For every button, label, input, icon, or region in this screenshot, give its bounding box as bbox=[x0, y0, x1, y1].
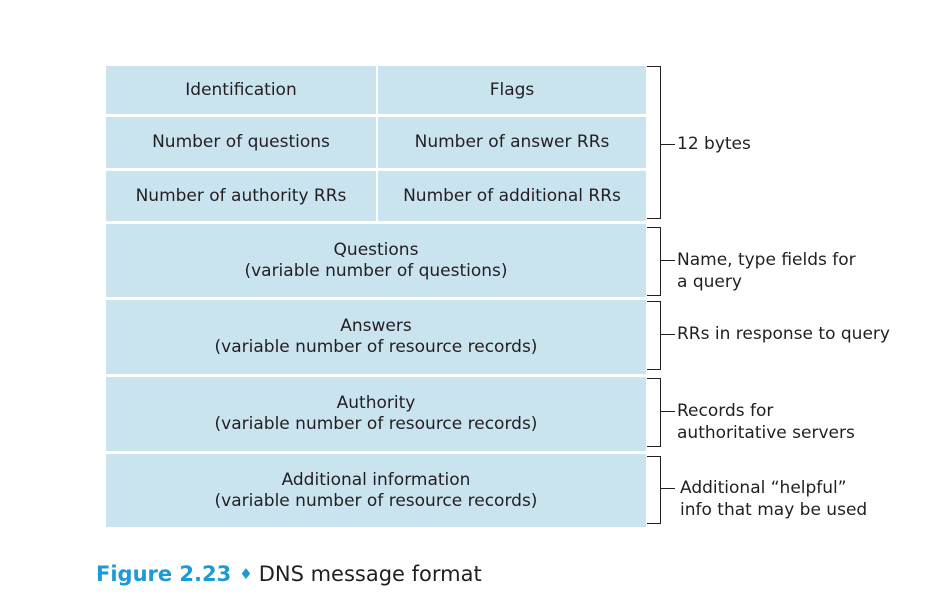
section-questions: Questions (variable number of questions) bbox=[106, 224, 646, 297]
annotation-questions: Name, type fields for a query bbox=[677, 249, 856, 293]
field-label: Number of answer RRs bbox=[414, 132, 610, 152]
section-title: Additional information bbox=[281, 469, 471, 490]
annotation-header: 12 bytes bbox=[677, 133, 751, 155]
annotation-line: Additional “helpful” bbox=[680, 478, 847, 498]
bracket-tick bbox=[661, 144, 675, 145]
field-number-of-questions: Number of questions bbox=[106, 117, 376, 168]
section-subtitle: (variable number of resource records) bbox=[214, 414, 538, 434]
field-label: Flags bbox=[489, 79, 535, 100]
field-number-of-additional-rrs: Number of additional RRs bbox=[378, 171, 646, 221]
annotation-line: a query bbox=[677, 272, 742, 292]
field-label: Number of additional RRs bbox=[403, 185, 621, 206]
annotation-line: Records for bbox=[677, 401, 774, 421]
bracket-answers bbox=[647, 301, 661, 370]
annotation-line: authoritative servers bbox=[677, 423, 855, 443]
bracket-authority bbox=[647, 378, 661, 447]
section-answers: Answers (variable number of resource rec… bbox=[106, 300, 646, 374]
section-title: Answers bbox=[340, 316, 412, 336]
field-flags: Flags bbox=[378, 66, 646, 114]
annotation-line: 12 bytes bbox=[677, 134, 751, 154]
field-label: Number of authority RRs bbox=[135, 185, 347, 206]
bracket-tick bbox=[661, 488, 675, 489]
bracket-tick bbox=[661, 334, 675, 335]
annotation-line: RRs in response to query bbox=[677, 324, 890, 344]
annotation-line: Name, type fields for bbox=[677, 250, 856, 270]
section-subtitle: (variable number of resource records) bbox=[214, 490, 538, 511]
field-number-of-answer-rrs: Number of answer RRs bbox=[378, 117, 646, 168]
bracket-tick bbox=[661, 411, 675, 412]
section-additional-information: Additional information (variable number … bbox=[106, 454, 646, 527]
field-number-of-authority-rrs: Number of authority RRs bbox=[106, 171, 376, 221]
annotation-line: info that may be used bbox=[680, 500, 868, 520]
section-title: Questions bbox=[333, 239, 419, 260]
section-subtitle: (variable number of resource records) bbox=[214, 337, 538, 357]
bracket-header bbox=[647, 66, 661, 219]
field-identification: Identification bbox=[106, 66, 376, 114]
section-authority: Authority (variable number of resource r… bbox=[106, 377, 646, 451]
diamond-icon: ♦ bbox=[239, 565, 253, 583]
section-subtitle: (variable number of questions) bbox=[244, 260, 508, 281]
bracket-questions bbox=[647, 227, 661, 296]
field-label: Identification bbox=[185, 79, 297, 100]
field-label: Number of questions bbox=[152, 132, 330, 152]
annotation-answers: RRs in response to query bbox=[677, 323, 890, 345]
bracket-tick bbox=[661, 260, 675, 261]
annotation-authority: Records for authoritative servers bbox=[677, 400, 855, 444]
figure-label: Figure 2.23 bbox=[96, 562, 232, 586]
section-title: Authority bbox=[336, 393, 416, 413]
figure-caption: Figure 2.23 ♦ DNS message format bbox=[96, 560, 482, 590]
bracket-additional bbox=[647, 456, 661, 524]
caption-text: DNS message format bbox=[258, 562, 482, 586]
annotation-additional: Additional “helpful” info that may be us… bbox=[680, 477, 867, 521]
